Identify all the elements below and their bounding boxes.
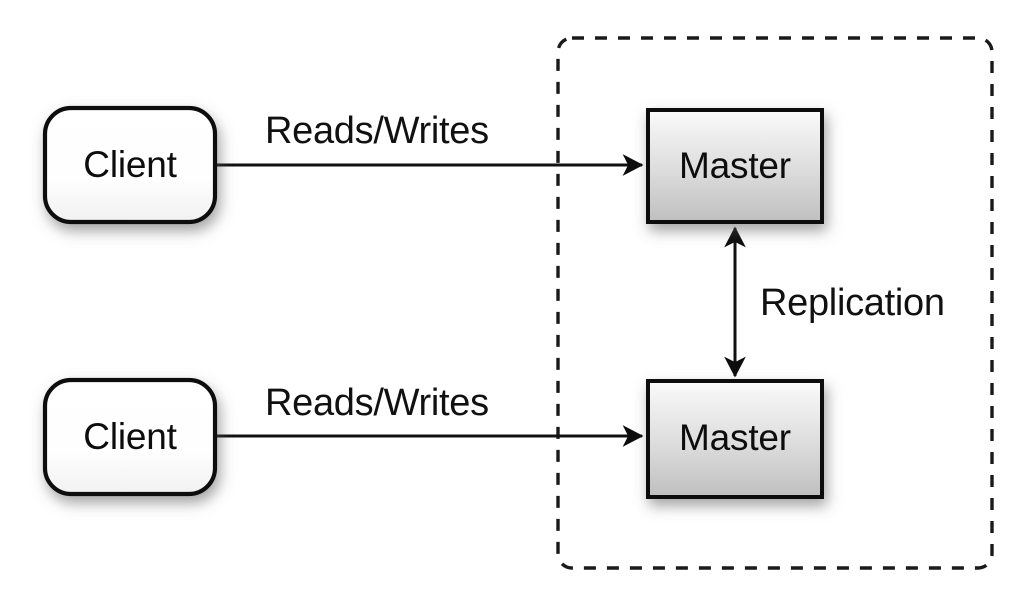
client-top-label: Client bbox=[83, 144, 177, 185]
edge-label-replication: Replication bbox=[760, 282, 945, 324]
node-master-top[interactable]: Master bbox=[646, 108, 824, 224]
dashed-boundary bbox=[556, 36, 994, 570]
node-client-top[interactable]: Client bbox=[42, 105, 218, 225]
client-bottom-box[interactable] bbox=[42, 377, 218, 497]
client-top-box[interactable] bbox=[42, 105, 218, 225]
node-master-bottom[interactable]: Master bbox=[646, 379, 824, 499]
client-bottom-label: Client bbox=[83, 416, 177, 457]
master-bottom-box[interactable] bbox=[646, 379, 824, 499]
master-top-box[interactable] bbox=[646, 108, 824, 224]
edge-label-top-reads-writes: Reads/Writes bbox=[265, 110, 489, 152]
edge-label-bottom-reads-writes: Reads/Writes bbox=[265, 382, 489, 424]
replication-cluster-group bbox=[556, 36, 994, 570]
master-bottom-label: Master bbox=[679, 417, 791, 458]
node-client-bottom[interactable]: Client bbox=[42, 377, 218, 497]
master-top-label: Master bbox=[679, 145, 791, 186]
